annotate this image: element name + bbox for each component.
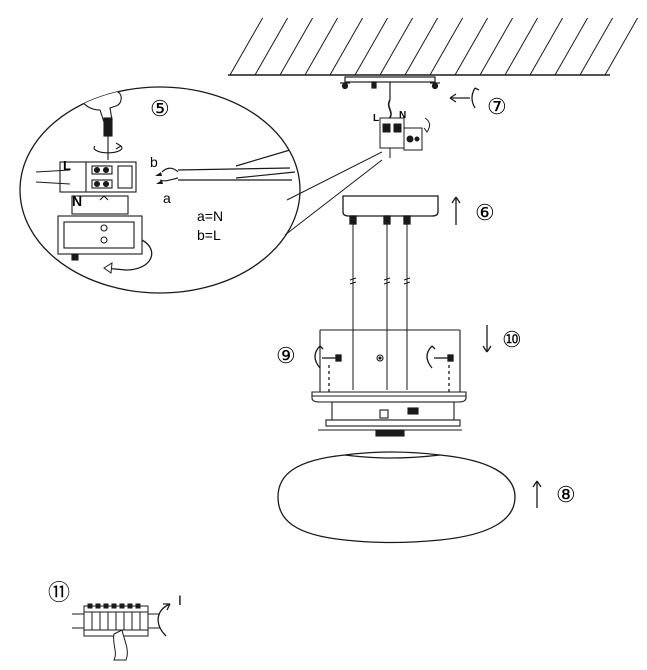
terminal-block (35, 161, 143, 261)
step11-arrow-label: I (178, 592, 182, 608)
fixture-body (311, 329, 467, 437)
canopy (342, 195, 439, 225)
legend-a: a=N (197, 208, 223, 224)
mounting-bracket (340, 76, 440, 100)
legend-b: b=L (197, 227, 221, 243)
step6-arrow (451, 196, 461, 225)
terminal-label-n: N (72, 193, 82, 209)
step-8-number: ⑧ (556, 482, 576, 507)
step-11-number: ⑪ (48, 580, 70, 605)
step-5-number: ⑤ (150, 96, 170, 121)
suspension-cables (349, 224, 411, 390)
step8-arrow (532, 480, 542, 508)
ceiling-label-n: N (399, 110, 406, 121)
step7-arrow (449, 87, 480, 109)
screw-left (314, 345, 342, 392)
step-7-number: ⑦ (487, 94, 507, 119)
ceiling-terminal-block (379, 117, 431, 158)
wire-label-b: b (150, 154, 158, 170)
step-6-number: ⑥ (475, 200, 495, 225)
step-10-number: ⑩ (502, 327, 522, 352)
step-9-number: ⑨ (276, 343, 296, 368)
ceiling (228, 18, 640, 76)
rotate-arrow-icon (103, 239, 153, 271)
terminal-label-l: L (63, 158, 71, 173)
wire-probe (159, 149, 296, 182)
supply-cable (387, 99, 392, 121)
ceiling-label-l: L (373, 113, 379, 124)
wire-label-a: a (163, 190, 171, 206)
screw-right (426, 345, 454, 392)
step10-arrow (482, 325, 492, 353)
glass-shade (277, 451, 516, 544)
step11-terminal-strip (72, 603, 160, 661)
step11-rotate-arrow (157, 603, 171, 637)
